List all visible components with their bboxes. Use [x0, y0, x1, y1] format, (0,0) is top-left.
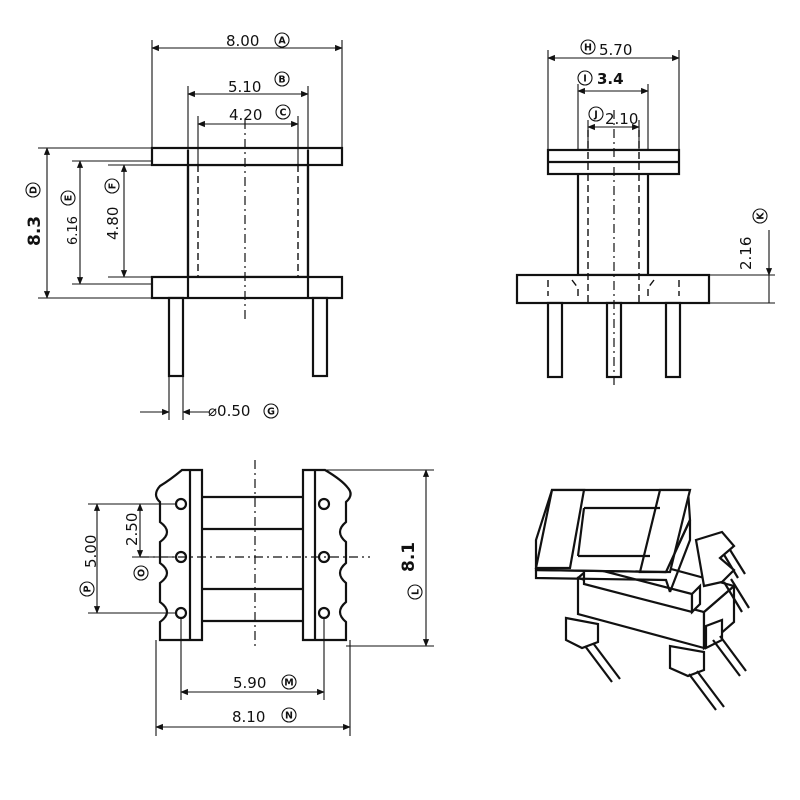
ref-circle: E — [64, 195, 75, 202]
ref-circle: I — [583, 74, 587, 85]
bottom-bobbin-outline — [140, 460, 370, 650]
dim-side-width-flange: H 5.70 — [547, 39, 680, 150]
dim-label: 2.10 — [605, 110, 638, 128]
dim-front-height-inner: 4.80 F — [104, 164, 188, 278]
front-bobbin-outline — [150, 120, 344, 378]
dim-label: 8.1 — [399, 542, 419, 572]
dim-label: 3.4 — [597, 70, 624, 88]
ref-circle: B — [278, 75, 285, 86]
dim-label: 8.3 — [25, 216, 45, 246]
dim-label: 5.10 — [228, 78, 261, 96]
dim-label: 5.90 — [233, 674, 266, 692]
dim-label: 4.20 — [229, 106, 262, 124]
dim-bottom-row-spacing: 5.90 M — [180, 618, 325, 700]
bottom-view: 5.00 P 2.50 O 8.1 L 5.90 — [79, 460, 434, 736]
dim-label: ⌀0.50 — [208, 402, 250, 420]
dim-label: 2.50 — [123, 513, 141, 546]
dim-label: 5.70 — [599, 41, 632, 59]
ref-circle: L — [411, 589, 422, 595]
dim-pin-diameter: ⌀0.50 G — [140, 376, 279, 420]
ref-circle: J — [593, 110, 598, 121]
dim-front-width-overall: 8.00 A — [151, 32, 343, 148]
dim-side-width-core: J 2.10 — [587, 106, 640, 150]
dim-side-base-height: 2.16 K — [709, 208, 775, 304]
dim-bottom-length: 8.1 L — [303, 469, 434, 647]
dim-front-height-mid: 6.16 E — [60, 160, 152, 285]
dim-bottom-pin-span: 5.00 P — [79, 503, 176, 614]
ref-circle: D — [29, 186, 40, 194]
ref-circle: M — [284, 678, 293, 689]
ref-circle: K — [756, 212, 767, 220]
ref-circle: O — [137, 569, 148, 577]
dim-label: 5.00 — [82, 535, 100, 568]
dim-front-width-body: 5.10 B — [187, 71, 309, 150]
side-bobbin-outline — [515, 110, 711, 385]
side-view: H 5.70 I 3.4 J 2.10 2.16 — [515, 39, 775, 385]
ref-circle: G — [267, 407, 275, 418]
front-view: 8.00 A 5.10 B 4.20 C 8.3 — [25, 32, 344, 420]
dim-front-width-inner: 4.20 C — [197, 104, 299, 165]
ref-circle: F — [108, 183, 119, 190]
dim-side-width-body: I 3.4 — [577, 70, 649, 150]
ref-circle: N — [285, 711, 293, 722]
ref-circle: A — [278, 36, 286, 47]
ref-circle: C — [280, 108, 287, 119]
dim-label: 8.10 — [232, 708, 265, 726]
ref-circle: P — [83, 585, 94, 592]
dim-front-height-overall: 8.3 D — [25, 147, 152, 299]
isometric-view — [534, 488, 750, 711]
ref-circle: H — [584, 43, 592, 54]
dim-bottom-pin-pitch: 2.50 O — [123, 503, 176, 581]
dim-bottom-width-overall: 8.10 N — [155, 640, 351, 736]
dim-label: 2.16 — [737, 237, 755, 270]
dim-label: 8.00 — [226, 32, 259, 50]
dim-label: 4.80 — [104, 207, 122, 240]
dim-label: 6.16 — [66, 216, 81, 245]
